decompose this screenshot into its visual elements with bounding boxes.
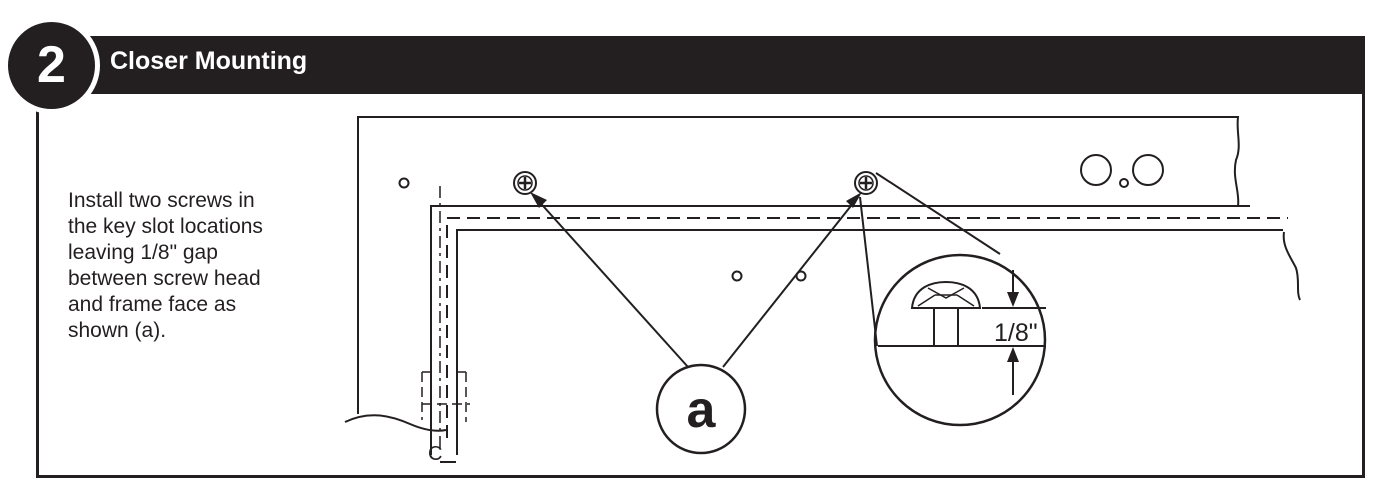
detail-screw-slot [927,287,965,299]
adjustment-port [1132,154,1164,186]
instruction-line: between screw head [68,267,261,290]
adjustment-port [1080,154,1112,186]
closer-body-outline [357,116,1240,414]
detail-leader [875,172,1001,255]
arrowhead [530,192,547,208]
mounting-hole [731,270,743,282]
screw-right [854,171,878,195]
arrowhead [1007,347,1019,362]
frame-inner-line [456,229,1283,455]
gap-dimension-label: 1/8" [994,319,1038,347]
callout-leader [722,196,859,368]
instruction-text: Install two screws in the key slot locat… [68,188,348,344]
mounting-hole [1119,178,1129,188]
detail-magnifier [873,253,1047,427]
step-number-badge [3,17,100,114]
step-panel [36,36,1365,478]
arrowhead [1007,292,1019,307]
frame-dashed-line [446,217,1288,438]
detail-screw-head [910,280,982,309]
frame-outer-line [430,205,1250,455]
step-header-bar [36,36,1365,94]
instruction-line: leaving 1/8" gap [68,241,218,264]
closer-break-line [1282,231,1301,301]
instruction-line: shown (a). [68,319,167,342]
detail-screw-slot [917,294,975,307]
callout-circle [655,363,747,455]
callout-label: a [687,381,717,439]
closer-bottom-break [344,414,447,432]
instruction-line: and frame face as [68,293,237,316]
instruction-line: the key slot locations [68,215,263,238]
detail-screw-shank [933,308,959,346]
hinge-bracket-mark [421,371,470,422]
centerline-symbol: C [428,443,442,465]
instruction-line: Install two screws in [68,189,255,212]
screw-left [513,171,537,195]
callout-leader [534,196,689,368]
step-number: 2 [37,36,66,94]
mounting-hole [398,177,410,189]
arrowhead [846,192,862,208]
step-title: Closer Mounting [110,47,308,75]
detail-leader [859,196,878,347]
